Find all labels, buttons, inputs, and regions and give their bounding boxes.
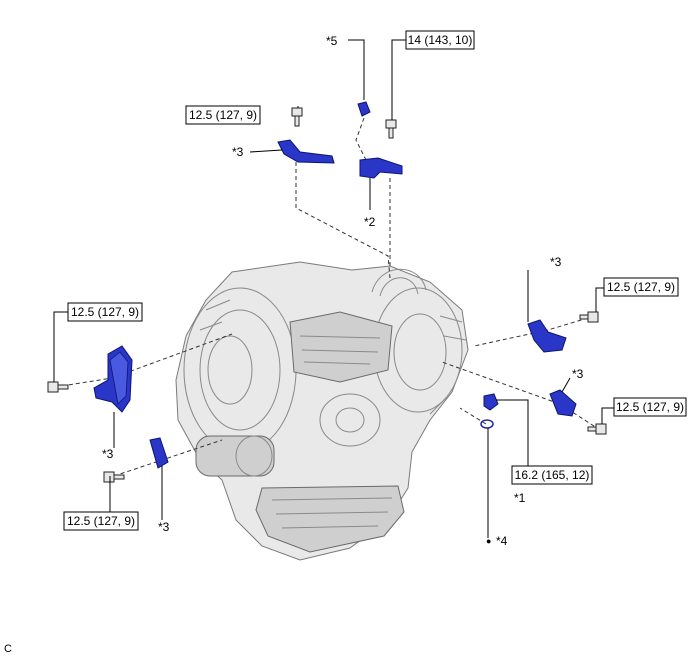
bracket-left bbox=[93, 345, 133, 413]
sensor-bracket-2 bbox=[359, 157, 403, 179]
bolt-top-center bbox=[385, 119, 397, 139]
bolt-right-upper bbox=[579, 311, 599, 323]
torque-value: 12.5 (127, 9) bbox=[607, 280, 675, 294]
torque-box-top-left: 12.5 (127, 9) bbox=[185, 105, 261, 125]
torque-box-right-lower: 12.5 (127, 9) bbox=[613, 397, 687, 417]
torque-value: 12.5 (127, 9) bbox=[189, 108, 257, 122]
transmission-assembly bbox=[175, 261, 469, 561]
bolt-top-left bbox=[291, 107, 303, 127]
callout-4-bullet: ● bbox=[486, 536, 491, 546]
callout-5: *5 bbox=[326, 34, 338, 48]
torque-value: 12.5 (127, 9) bbox=[71, 305, 139, 319]
torque-box-right-upper: 12.5 (127, 9) bbox=[603, 277, 679, 297]
callout-3-right-upper: *3 bbox=[550, 255, 562, 269]
corner-mark: C bbox=[4, 643, 12, 655]
callout-4: *4 bbox=[496, 534, 508, 548]
sensor-5 bbox=[357, 101, 371, 117]
drain-plug-part bbox=[483, 393, 499, 411]
bracket-right-lower bbox=[549, 389, 577, 417]
callout-3-bottom: *3 bbox=[158, 520, 170, 534]
leader-lines bbox=[53, 39, 614, 538]
torque-value: 14 (143, 10) bbox=[408, 33, 473, 47]
callout-2: *2 bbox=[364, 215, 376, 229]
torque-value: 12.5 (127, 9) bbox=[616, 400, 684, 414]
callout-3-top: *3 bbox=[232, 145, 244, 159]
bracket-right-upper bbox=[527, 319, 567, 353]
torque-box-drain: 16.2 (165, 12) bbox=[511, 465, 593, 485]
torque-value: 16.2 (165, 12) bbox=[515, 468, 590, 482]
torque-box-top-center: 14 (143, 10) bbox=[405, 30, 475, 50]
bolt-bottom-left bbox=[103, 471, 125, 483]
torque-box-bottom-left: 12.5 (127, 9) bbox=[63, 511, 139, 531]
gasket-4 bbox=[480, 419, 494, 429]
bracket-top-left bbox=[277, 139, 335, 164]
callout-1: *1 bbox=[514, 491, 526, 505]
callout-3-left: *3 bbox=[102, 447, 114, 461]
bolt-left bbox=[47, 381, 69, 393]
bracket-bottom bbox=[149, 437, 169, 469]
callout-3-right-lower: *3 bbox=[572, 367, 584, 381]
torque-box-left: 12.5 (127, 9) bbox=[67, 302, 143, 322]
bolt-right-lower bbox=[587, 423, 607, 435]
torque-value: 12.5 (127, 9) bbox=[67, 514, 135, 528]
